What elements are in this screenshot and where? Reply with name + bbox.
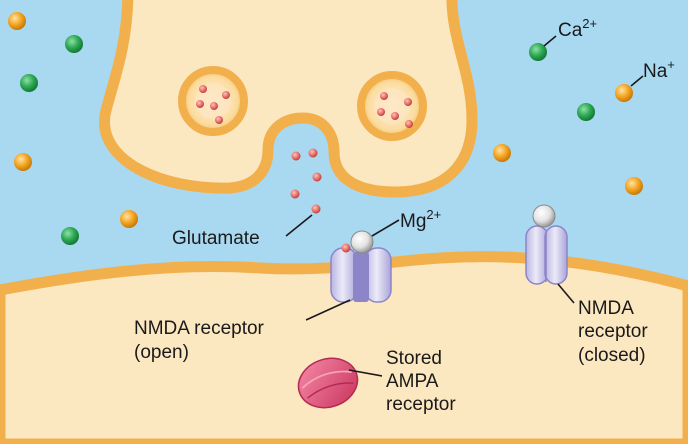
glutamate-molecule [210, 102, 218, 110]
glutamate-molecule [404, 98, 412, 106]
glutamate-molecule [196, 100, 204, 108]
synaptic-vesicle [357, 71, 427, 141]
ampa-label-line3: receptor [386, 394, 456, 415]
glutamate-molecule [290, 189, 300, 199]
sodium-ion [625, 177, 643, 195]
nmda-open-leader-line [305, 299, 351, 321]
glutamate-molecule [391, 112, 399, 120]
na-leader-line [630, 75, 644, 87]
magnesium-ion [350, 230, 374, 254]
ampa-label-line1: Stored [386, 348, 442, 369]
nmda-closed-label-line3: (closed) [578, 345, 646, 366]
calcium-ion [577, 103, 595, 121]
glutamate-molecule [377, 108, 385, 116]
glutamate-molecule [308, 148, 318, 158]
ampa-label-line2: AMPA [386, 371, 439, 392]
calcium-ion [20, 74, 38, 92]
released-glutamate [290, 148, 322, 214]
na-label: Na+ [643, 57, 675, 82]
calcium-ion [65, 35, 83, 53]
calcium-ion [529, 43, 547, 61]
ca-label: Ca2+ [558, 16, 597, 41]
nmda-receptor-open [330, 230, 392, 303]
nmda-receptor-closed [525, 204, 568, 285]
mg-label: Mg2+ [400, 207, 441, 232]
nmda-closed-label-line2: receptor [578, 321, 648, 342]
sodium-ion [14, 153, 32, 171]
synaptic-vesicle [178, 66, 248, 136]
calcium-ions [20, 35, 595, 245]
glutamate-molecule [405, 120, 413, 128]
sodium-ion [493, 144, 511, 162]
nmda-closed-leader-line [557, 283, 575, 304]
glutamate-molecule [380, 92, 388, 100]
presynaptic-terminal [99, 0, 478, 198]
nmda-open-label-line1: NMDA receptor [134, 318, 265, 339]
glutamate-molecule [311, 204, 321, 214]
glutamate-molecule [215, 116, 223, 124]
mg-leader-line [371, 219, 400, 237]
sodium-ion [8, 12, 26, 30]
nmda-open-label-line2: (open) [134, 342, 189, 363]
calcium-ion [61, 227, 79, 245]
glutamate-label: Glutamate [172, 228, 260, 249]
glutamate-molecule [199, 85, 207, 93]
glutamate-leader-line [285, 214, 313, 237]
stored-ampa-receptor [297, 357, 359, 409]
sodium-ion [615, 84, 633, 102]
glutamate-molecule [312, 172, 322, 182]
sodium-ion [120, 210, 138, 228]
sodium-ions [8, 12, 643, 228]
ca-leader-line [543, 35, 557, 47]
glutamate-molecule [222, 91, 230, 99]
glutamate-molecule [341, 243, 351, 253]
glutamate-molecule [291, 151, 301, 161]
nmda-closed-label-line1: NMDA [578, 298, 634, 319]
magnesium-ion [532, 204, 556, 228]
ampa-leader-line [348, 369, 383, 377]
